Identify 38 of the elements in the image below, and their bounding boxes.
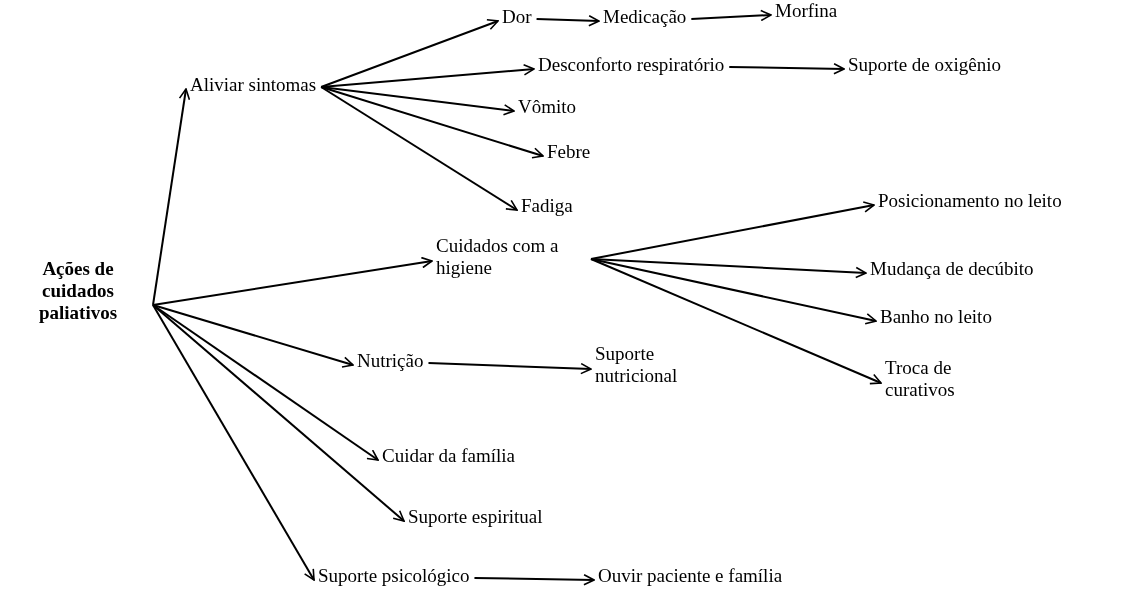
arrow <box>427 362 592 375</box>
arrow <box>690 9 772 22</box>
node-label: Troca de curativos <box>885 357 995 401</box>
arrow <box>535 14 600 27</box>
node-label: Cuidados com a higiene <box>436 235 586 279</box>
arrow <box>590 258 867 279</box>
node-label: Aliviar sintomas <box>190 74 317 96</box>
arrow <box>152 304 354 368</box>
node-label: Morfina <box>775 0 838 22</box>
arrow <box>728 63 845 75</box>
node-label: Suporte psicológico <box>318 565 470 587</box>
node-label: Posicionamento no leito <box>878 190 1088 212</box>
arrow <box>320 86 518 211</box>
node-label: Dor <box>502 6 532 28</box>
node-label: Febre <box>547 141 591 163</box>
arrow <box>152 256 433 306</box>
node-label: Nutrição <box>357 350 424 372</box>
node-label: Banho no leito <box>880 306 992 328</box>
node-label: Suporte nutricional <box>595 343 705 387</box>
arrow <box>152 88 191 306</box>
node-label: Fadiga <box>521 195 573 217</box>
arrow <box>152 304 315 581</box>
arrow <box>320 19 499 88</box>
arrow <box>590 258 877 325</box>
arrow <box>320 86 515 116</box>
node-label: Cuidar da família <box>382 445 515 467</box>
node-label: Ações de cuidados paliativos <box>8 258 148 324</box>
node-label: Desconforto respiratório <box>538 54 725 76</box>
node-label: Mudança de decúbito <box>870 258 1034 280</box>
node-label: Suporte de oxigênio <box>848 54 1002 76</box>
node-label: Vômito <box>518 96 577 118</box>
arrow <box>590 258 882 385</box>
arrow <box>473 574 595 586</box>
arrow <box>320 86 544 159</box>
node-label: Suporte espiritual <box>408 506 543 528</box>
arrow <box>152 304 405 522</box>
node-label: Ouvir paciente e família <box>598 565 783 587</box>
node-label: Medicação <box>603 6 687 28</box>
